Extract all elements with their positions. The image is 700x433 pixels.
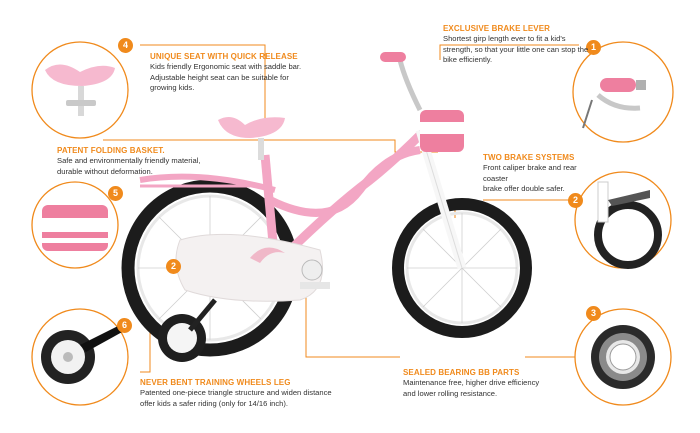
leader-line-brake-lever — [439, 44, 579, 60]
feature-seat: UNIQUE SEAT WITH QUICK RELEASE Kids frie… — [150, 52, 330, 94]
brake-lever-detail-image — [582, 78, 646, 129]
feature-line: strength, so that your little one can st… — [443, 44, 589, 54]
badge-bearing: 3 — [586, 306, 601, 321]
feature-title: SEALED BEARING BB PARTS — [403, 368, 520, 377]
feature-brake-lever: EXCLUSIVE BRAKE LEVER Shortest girp leng… — [443, 24, 623, 66]
feature-training-wheels: NEVER BENT TRAINING WHEELS LEG Patented … — [140, 378, 360, 409]
feature-title: UNIQUE SEAT WITH QUICK RELEASE — [150, 52, 298, 61]
badge-training-wheels: 6 — [117, 318, 132, 333]
feature-line: brake offer double safer. — [483, 184, 565, 193]
badge-brake-lever: 1 — [586, 40, 601, 55]
feature-line: offer kids a safer riding (only for 14/1… — [140, 398, 289, 408]
leader-line-bearing — [305, 278, 400, 358]
feature-title: EXCLUSIVE BRAKE LEVER — [443, 24, 551, 33]
badge-two-brakes: 2 — [568, 193, 583, 208]
feature-line: and lower rolling resistance. — [403, 388, 498, 398]
feature-two-brakes: TWO BRAKE SYSTEMS Front caliper brake an… — [483, 153, 593, 195]
feature-title: PATENT FOLDING BASKET. — [57, 146, 165, 155]
seat-detail-image — [45, 64, 115, 116]
feature-line: Shortest girp length ever to fit a kid's — [443, 34, 566, 43]
feature-title: NEVER BENT TRAINING WHEELS LEG — [140, 378, 291, 387]
feature-line: Kids friendly Ergonomic seat with saddle… — [150, 62, 302, 71]
training-wheel-detail-image — [41, 325, 124, 384]
feature-line: Front caliper brake and rear coaster — [483, 163, 577, 183]
leader-line-training-wheels — [140, 330, 151, 373]
feature-line: bike efficiently. — [443, 55, 493, 64]
badge-coaster-brake: 2 — [166, 259, 181, 274]
feature-line: Patented one-piece triangle structure an… — [140, 388, 332, 397]
bike-image — [121, 52, 532, 362]
feature-title: TWO BRAKE SYSTEMS — [483, 153, 575, 162]
feature-line: growing kids. — [150, 83, 195, 92]
feature-line: durable without deformation. — [57, 166, 153, 176]
feature-line: Safe and environmentally friendly materi… — [57, 156, 201, 165]
feature-basket: PATENT FOLDING BASKET. Safe and environm… — [57, 146, 237, 177]
basket-detail-image — [42, 205, 108, 251]
badge-basket: 5 — [108, 186, 123, 201]
feature-line: Maintenance free, higher drive efficienc… — [403, 378, 540, 387]
feature-line: Adjustable height seat can be suitable f… — [150, 72, 289, 82]
bearing-detail-image — [591, 325, 655, 389]
leader-line-seat — [140, 44, 266, 128]
badge-seat: 4 — [118, 38, 133, 53]
brake-system-detail-image — [594, 181, 662, 269]
feature-bearing: SEALED BEARING BB PARTS Maintenance free… — [403, 368, 578, 399]
